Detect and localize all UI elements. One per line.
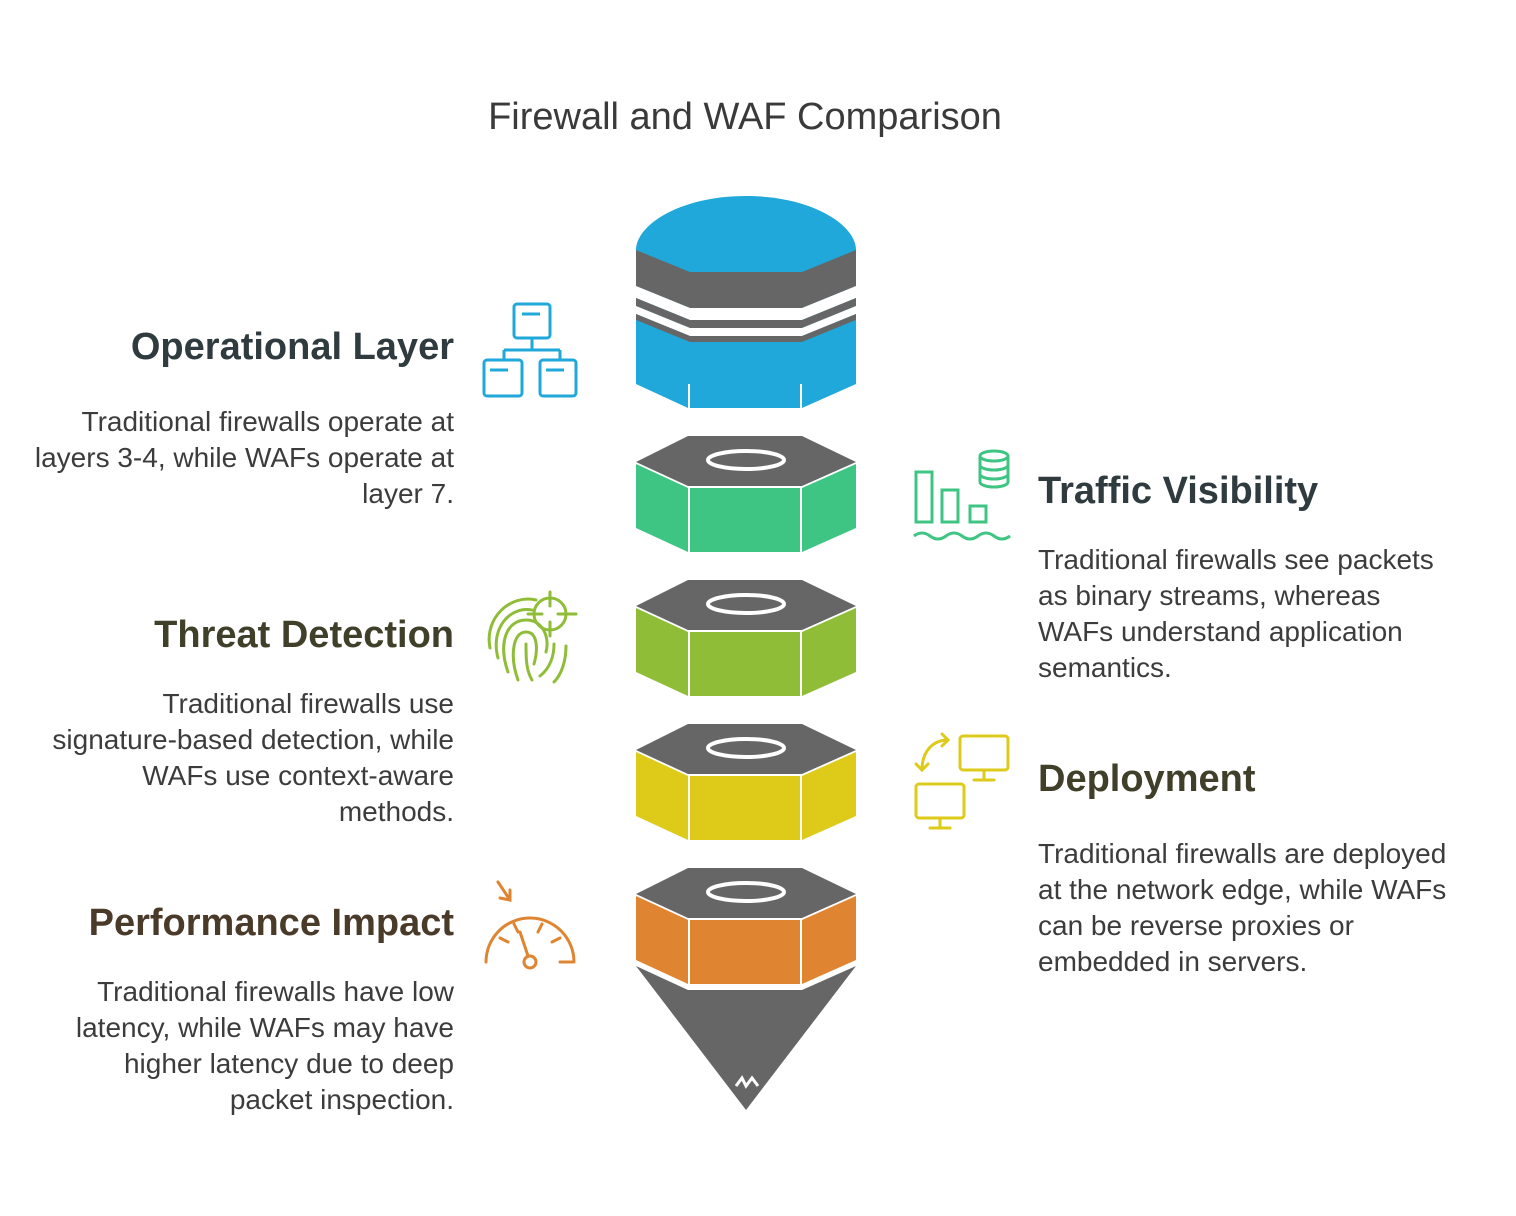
heading-operational-layer: Operational Layer [130,326,454,368]
stack-segment-green [636,436,856,552]
stack-segment-lime [636,580,856,696]
heading-threat-detection: Threat Detection [154,614,454,656]
description-operational-layer: Traditional firewalls operate at layers … [34,406,454,509]
monitors-sync-icon [914,732,1010,830]
heading-performance-impact: Performance Impact [88,902,454,944]
stack-segment-orange [636,868,856,984]
stack-bottom-point [636,966,856,1110]
stack-segment-yellow [636,724,856,840]
page-title: Firewall and WAF Comparison [488,96,1002,138]
fingerprint-target-icon [487,590,578,684]
hierarchy-icon [482,302,578,398]
heading-deployment: Deployment [1038,758,1256,800]
description-traffic-visibility: Traditional firewalls see packets as bin… [1038,544,1434,683]
description-performance-impact: Traditional firewalls have low latency, … [75,976,454,1115]
stack-top-cap [636,196,856,408]
data-visibility-icon [913,449,1011,541]
description-threat-detection: Traditional firewalls use signature-base… [52,688,454,827]
heading-traffic-visibility: Traffic Visibility [1038,470,1319,512]
description-deployment: Traditional firewalls are deployed at th… [1038,838,1447,977]
speedometer-icon [484,880,576,970]
